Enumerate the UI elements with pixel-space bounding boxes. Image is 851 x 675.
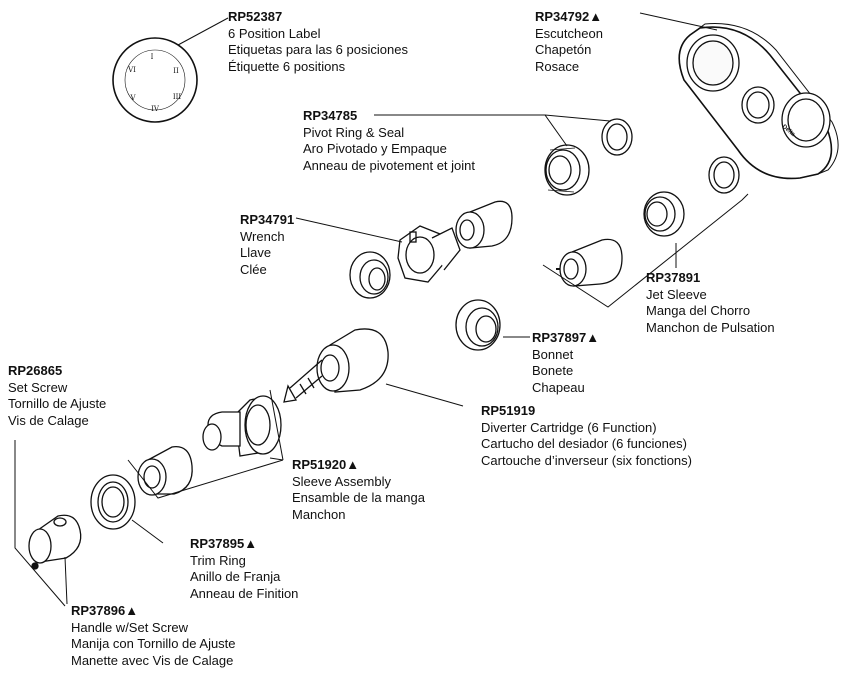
part-desc-es: Ensamble de la manga (292, 490, 425, 505)
leader-lines (14, 12, 718, 607)
part-label-rp34785: RP34785 Pivot Ring & Seal Aro Pivotado y… (303, 108, 475, 174)
part-desc-fr: Chapeau (532, 379, 585, 395)
part-desc-es: Llave (240, 245, 272, 260)
part-desc-fr: Anneau de pivotement et joint (303, 157, 476, 173)
bonnet (455, 299, 501, 351)
part-desc-en: Trim Ring (190, 552, 246, 568)
diverter-cartridge (283, 328, 389, 403)
part-desc-es: Cartucho del desiador (6 funciones) (481, 436, 687, 451)
part-desc-es: Etiquetas para las 6 posiciones (228, 42, 408, 57)
part-label-rp37896: RP37896▲ Handle w/Set Screw Manija con T… (71, 603, 236, 669)
part-desc-en: Escutcheon (535, 25, 603, 41)
trim-ring (90, 474, 136, 530)
position-label-dial: I II III IV V VI (112, 37, 198, 123)
part-label-rp37897: RP37897▲ Bonnet Bonete Chapeau (532, 330, 599, 396)
part-desc-en: Handle w/Set Screw (71, 619, 189, 635)
part-label-rp37891: RP37891 Jet Sleeve Manga del Chorro Manc… (646, 270, 775, 336)
part-desc-fr: Vis de Calage (8, 412, 89, 428)
part-desc-es: Manija con Tornillo de Ajuste (71, 636, 236, 651)
part-desc-en: Jet Sleeve (646, 286, 707, 302)
dial-numeral-1: I (151, 53, 154, 61)
jet-sleeve-bracket (542, 193, 749, 308)
jet-sleeve-body (556, 238, 623, 287)
part-label-rp26865: RP26865 Set Screw Tornillo de Ajuste Vis… (8, 363, 106, 429)
handle (28, 514, 82, 564)
warning-triangle-icon: ▲ (346, 457, 360, 472)
part-number: RP37896 (71, 603, 126, 618)
warning-triangle-icon: ▲ (244, 536, 258, 551)
wrench (397, 225, 461, 283)
dial-numeral-3: III (173, 93, 182, 101)
part-number: RP34785 (303, 108, 358, 123)
dial-numeral-5: V (129, 94, 136, 102)
sleeve-assembly-bracket (127, 389, 284, 499)
part-label-rp52387: RP52387 6 Position Label Etiquetas para … (228, 9, 408, 75)
sleeve (137, 445, 193, 496)
part-number: RP51919 (481, 403, 536, 418)
part-number: RP52387 (228, 9, 283, 24)
part-number: RP37895 (190, 536, 245, 551)
part-desc-en: Diverter Cartridge (6 Function) (481, 419, 657, 435)
dial-numeral-2: II (173, 67, 179, 75)
part-label-rp37895: RP37895▲ Trim Ring Anillo de Franja Anne… (190, 536, 298, 602)
dial-numeral-4: IV (151, 105, 160, 113)
part-number: RP34791 (240, 212, 295, 227)
part-desc-en: Set Screw (8, 379, 68, 395)
part-number: RP37891 (646, 270, 701, 285)
part-label-rp34791: RP34791 Wrench Llave Clée (240, 212, 294, 278)
part-number: RP34792 (535, 9, 590, 24)
part-desc-en: Sleeve Assembly (292, 473, 391, 489)
part-label-rp51919: RP51919 Diverter Cartridge (6 Function) … (481, 403, 692, 469)
part-desc-fr: Cartouche d’inverseur (six fonctions) (481, 452, 692, 468)
part-desc-es: Manga del Chorro (646, 303, 751, 318)
part-desc-en: Wrench (240, 228, 285, 244)
part-desc-en: Bonnet (532, 346, 574, 362)
part-desc-es: Anillo de Franja (190, 569, 281, 584)
warning-triangle-icon: ▲ (125, 603, 139, 618)
pivot-ring (544, 144, 590, 196)
part-label-rp34792: RP34792▲ Escutcheon Chapetón Rosace (535, 9, 603, 75)
wrench-bonnet (349, 251, 391, 299)
jet-sleeve-seal (708, 156, 740, 194)
part-number: RP26865 (8, 363, 63, 378)
part-number: RP37897 (532, 330, 587, 345)
wrench-cartridge (455, 200, 513, 249)
part-desc-fr: Clée (240, 261, 267, 277)
part-desc-es: Chapetón (535, 42, 592, 57)
part-desc-es: Bonete (532, 363, 574, 378)
pivot-seal (601, 118, 633, 156)
part-desc-en: Pivot Ring & Seal (303, 124, 405, 140)
part-desc-fr: Étiquette 6 positions (228, 58, 346, 74)
warning-triangle-icon: ▲ (589, 9, 603, 24)
part-number: RP51920 (292, 457, 347, 472)
sleeve-assembly (202, 395, 282, 457)
part-desc-en: 6 Position Label (228, 25, 321, 41)
warning-triangle-icon: ▲ (586, 330, 600, 345)
escutcheon: Delta (678, 23, 839, 180)
part-desc-fr: Manette avec Vis de Calage (71, 652, 234, 668)
part-desc-fr: Manchon (292, 506, 346, 522)
part-desc-fr: Anneau de Finition (190, 585, 299, 601)
part-desc-fr: Rosace (535, 58, 580, 74)
dial-numeral-6: VI (127, 66, 136, 74)
part-desc-es: Tornillo de Ajuste (8, 396, 107, 411)
jet-sleeve-ring (643, 191, 685, 237)
part-desc-fr: Manchon de Pulsation (646, 319, 775, 335)
part-label-rp51920: RP51920▲ Sleeve Assembly Ensamble de la … (292, 457, 425, 523)
part-desc-es: Aro Pivotado y Empaque (303, 141, 447, 156)
set-screw (31, 562, 39, 570)
